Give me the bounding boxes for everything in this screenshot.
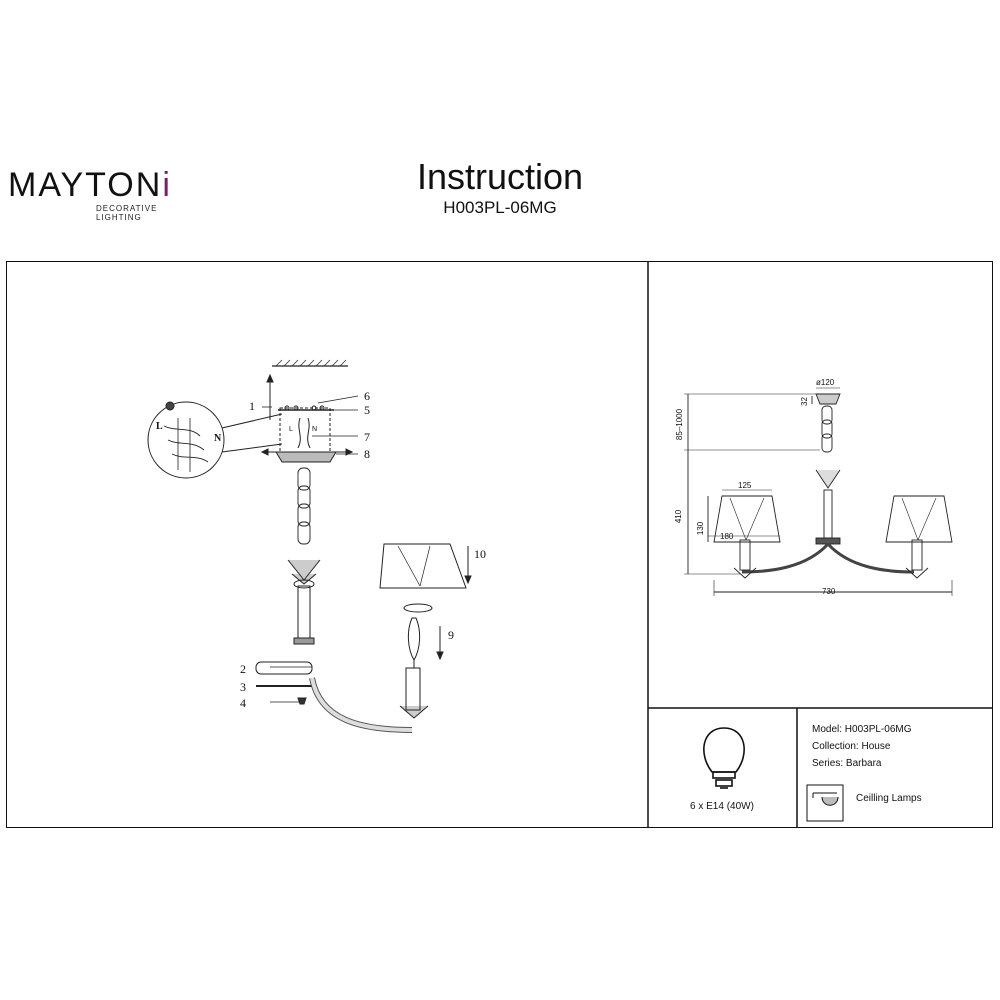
callout-5: 5 — [364, 403, 370, 417]
callout-line-6 — [317, 395, 359, 404]
dim-total-width: 730 — [822, 587, 836, 596]
wire-label-live: L — [156, 421, 163, 432]
callout-7: 7 — [364, 430, 370, 444]
dim-suspension-height: 85–1000 — [675, 408, 685, 441]
model-subtitle: H003PL-06MG — [443, 198, 557, 217]
assembly-diagram — [147, 359, 472, 733]
wire-label-neutral-inner: N — [312, 426, 318, 433]
logo-wordmark: MAYTONi — [8, 166, 172, 204]
page-title: Instruction — [416, 156, 584, 197]
info-model: Model: H003PL-06MG — [812, 724, 912, 735]
dim-shade-bottom: 180 — [720, 532, 734, 541]
dim-canopy-height: 32 — [799, 397, 809, 406]
instruction-frame — [6, 261, 993, 828]
wire-label-neutral: N — [214, 433, 222, 444]
wire-label-live-inner: L — [289, 426, 293, 433]
info-collection: Collection: House — [812, 741, 891, 752]
callout-4: 4 — [240, 696, 246, 710]
callout-9: 9 — [448, 628, 454, 642]
callout-6: 6 — [364, 389, 370, 403]
info-category: Ceilling Lamps — [856, 793, 922, 804]
brand-logo: MAYTONi DECORATIVE LIGHTING — [8, 166, 198, 222]
callout-3: 3 — [240, 680, 246, 694]
dimension-drawing — [684, 387, 953, 596]
dim-shade-top: 125 — [738, 481, 752, 490]
dim-shade-height: 130 — [696, 521, 706, 536]
dim-body-height: 410 — [674, 509, 684, 524]
callout-8: 8 — [364, 447, 370, 461]
callout-10: 10 — [474, 547, 486, 561]
bulb-spec: 6 x E14 (40W) — [690, 801, 754, 812]
info-series: Series: Barbara — [812, 758, 882, 769]
dim-canopy-diameter: ø120 — [816, 378, 835, 387]
ceiling-lamp-icon — [806, 784, 844, 822]
callout-1: 1 — [249, 399, 255, 413]
logo-tagline: DECORATIVE LIGHTING — [96, 204, 158, 222]
callout-2: 2 — [240, 662, 246, 676]
bulb-icon — [703, 727, 745, 789]
